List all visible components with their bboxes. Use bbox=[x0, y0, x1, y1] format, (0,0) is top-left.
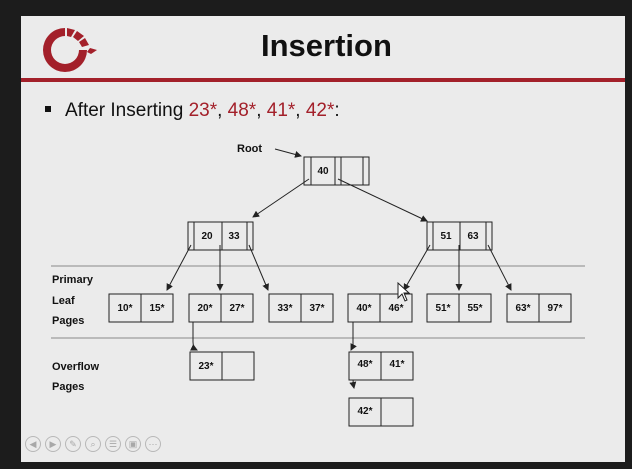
root-to-right-arrow bbox=[337, 178, 428, 222]
leaf-1-key-1: 10* bbox=[117, 303, 132, 314]
next-icon[interactable]: ▶ bbox=[45, 436, 61, 452]
inserted-key-2: 48* bbox=[227, 100, 257, 121]
overflow-1-key-1: 23* bbox=[198, 361, 213, 372]
internal-key-63: 63 bbox=[467, 231, 479, 242]
leaf-6-key-2: 97* bbox=[547, 303, 562, 314]
leaf-page-2: 20* 27* bbox=[188, 293, 254, 323]
inserted-key-4: 42* bbox=[305, 100, 335, 121]
overflow-pages-label: Pages bbox=[52, 381, 85, 393]
overflow-label: Overflow bbox=[52, 361, 100, 373]
bullet-square-icon bbox=[45, 105, 51, 112]
leaf-1-key-2: 15* bbox=[149, 303, 164, 314]
overflow-2-key-2: 41* bbox=[389, 359, 404, 370]
separator-2: , bbox=[256, 100, 267, 121]
overflow-page-2: 48* 41* bbox=[348, 351, 414, 381]
bullet-prefix: After Inserting bbox=[65, 100, 189, 121]
leaf-3-key-2: 37* bbox=[309, 303, 324, 314]
root-to-left-arrow bbox=[252, 178, 310, 218]
separator-3: , bbox=[295, 100, 306, 121]
leaf-4-key-1: 40* bbox=[356, 303, 371, 314]
leaf-page-3: 33* 37* bbox=[268, 293, 334, 323]
menu-icon[interactable]: ☰ bbox=[105, 436, 121, 452]
leaf-label: Leaf bbox=[52, 295, 75, 307]
leaf-4-key-2: 46* bbox=[388, 303, 403, 314]
zoom-icon[interactable]: ⌕ bbox=[85, 436, 101, 452]
pointer-leaf-4 bbox=[403, 244, 431, 291]
root-key-40: 40 bbox=[317, 166, 329, 177]
pen-icon[interactable]: ✎ bbox=[65, 436, 81, 452]
pointer-leaf-6 bbox=[487, 244, 512, 291]
slide-header: Insertion bbox=[21, 16, 625, 82]
root-label: Root bbox=[237, 143, 263, 155]
internal-key-20: 20 bbox=[201, 231, 213, 242]
bplus-tree-diagram: 40 20 33 51 63 10* bbox=[51, 148, 585, 427]
root-node: 40 bbox=[303, 156, 370, 186]
pointer-leaf-1 bbox=[166, 244, 192, 291]
bullet-point: After Inserting 23*, 48*, 41*, 42*: bbox=[45, 100, 340, 122]
primary-label: Primary bbox=[52, 274, 93, 286]
leaf-page-1: 10* 15* bbox=[108, 293, 174, 323]
overflow-3-key-1: 42* bbox=[357, 406, 372, 417]
presentation-toolbar: ◀ ▶ ✎ ⌕ ☰ ▣ ⋯ bbox=[21, 436, 161, 458]
video-icon[interactable]: ▣ bbox=[125, 436, 141, 452]
overflow-pointer-1 bbox=[190, 322, 198, 351]
internal-key-33: 33 bbox=[228, 231, 240, 242]
slide-title: Insertion bbox=[261, 28, 392, 63]
leaf-page-6: 63* 97* bbox=[506, 293, 572, 323]
slide: Insertion After Inserting 23*, 48*, 41*,… bbox=[21, 16, 625, 462]
university-logo bbox=[43, 28, 97, 72]
leaf-page-5: 51* 55* bbox=[426, 293, 492, 323]
overflow-page-1: 23* bbox=[189, 351, 255, 381]
overflow-pointer-2 bbox=[350, 322, 357, 351]
root-pointer-arrow bbox=[274, 148, 302, 158]
leaf-page-4: 40* 46* bbox=[347, 293, 413, 323]
inserted-key-1: 23* bbox=[188, 100, 218, 121]
more-icon[interactable]: ⋯ bbox=[145, 436, 161, 452]
separator-1: , bbox=[217, 100, 228, 121]
leaf-6-key-1: 63* bbox=[515, 303, 530, 314]
overflow-page-3: 42* bbox=[348, 397, 414, 427]
leaf-2-key-1: 20* bbox=[197, 303, 212, 314]
overflow-2-key-1: 48* bbox=[357, 359, 372, 370]
leaf-3-key-1: 33* bbox=[277, 303, 292, 314]
leaf-2-key-2: 27* bbox=[229, 303, 244, 314]
pointer-leaf-3 bbox=[248, 244, 269, 291]
internal-key-51: 51 bbox=[440, 231, 452, 242]
pages-label: Pages bbox=[52, 315, 85, 327]
inserted-key-3: 41* bbox=[266, 100, 296, 121]
leaf-5-key-1: 51* bbox=[435, 303, 450, 314]
mouse-cursor-icon bbox=[397, 282, 411, 302]
prev-icon[interactable]: ◀ bbox=[25, 436, 41, 452]
bullet-suffix: : bbox=[334, 100, 340, 121]
title-divider bbox=[21, 78, 625, 82]
leaf-5-key-2: 55* bbox=[467, 303, 482, 314]
